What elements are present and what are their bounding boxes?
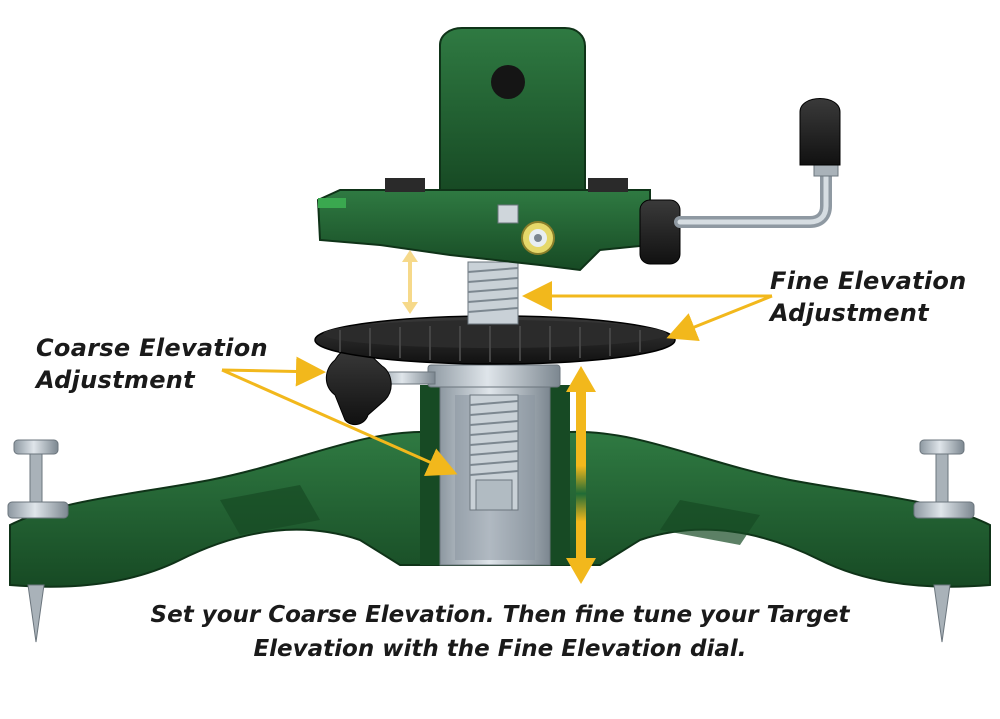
coarse-label-line2: Adjustment	[36, 364, 268, 396]
coarse-label-line1: Coarse Elevation	[36, 332, 268, 364]
instruction-caption: Set your Coarse Elevation. Then fine tun…	[0, 598, 1000, 666]
caption-line1: Set your Coarse Elevation. Then fine tun…	[0, 598, 1000, 632]
fine-elevation-label: Fine Elevation Adjustment	[770, 265, 967, 329]
fine-label-line2: Adjustment	[770, 297, 967, 329]
head-travel-arrow	[402, 250, 418, 314]
coarse-elevation-label: Coarse Elevation Adjustment	[36, 332, 268, 396]
elevation-post-housing	[420, 365, 570, 565]
fine-label-line1: Fine Elevation	[770, 265, 967, 297]
fine-threaded-spindle	[468, 262, 518, 324]
coarse-threaded-shaft	[470, 395, 518, 510]
windage-crank	[640, 99, 840, 265]
caption-line2: Elevation with the Fine Elevation dial.	[0, 632, 1000, 666]
rest-head	[318, 28, 650, 270]
